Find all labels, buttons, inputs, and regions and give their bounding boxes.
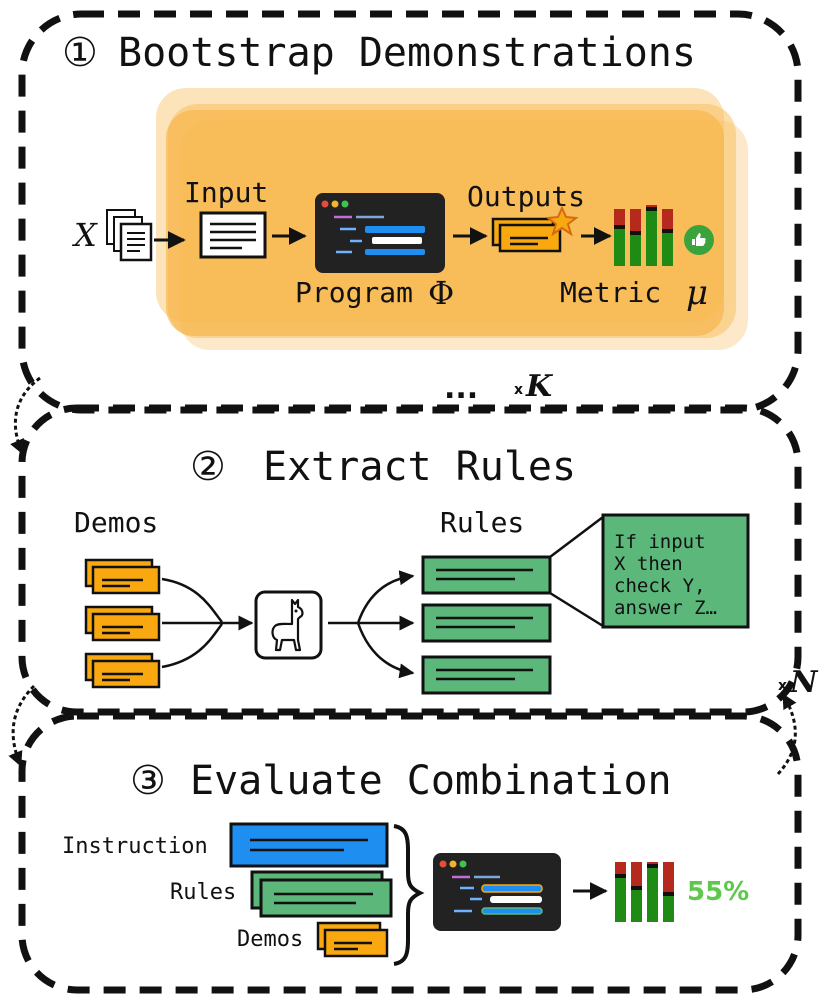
rule-callout-text: If input X then check Y, answer Z… [614,531,717,619]
curly-brace [393,824,425,966]
loop-arrow-1-to-2 [10,376,41,455]
score-bars-icon [615,862,674,922]
repeat-n-symbol: N [789,665,819,700]
document-stack-icon [106,209,153,262]
stage2-title: Extract Rules [263,444,576,490]
score-value: 55% [687,877,749,907]
stage3-number: ③ [130,758,166,804]
repeat-k-symbol: K [525,369,554,404]
stage1-number: ① [62,30,98,76]
thumbs-up-icon [684,225,714,255]
callout-line-4: answer Z… [614,597,717,619]
demos-merge-arrows [161,577,254,669]
repeat-k-x: x [514,382,523,398]
repeat-dots: ... [444,371,478,406]
rule-card-1 [421,555,552,595]
input-label: Input [184,176,268,209]
program-window-icon-stage3 [433,853,561,931]
callout-line-2: X then [614,553,683,575]
rule-card-3 [421,655,552,695]
demos-label-stage3: Demos [237,927,303,952]
rules-label: Rules [440,506,524,539]
rules-cards-stack [250,870,393,918]
stage3-title: Evaluate Combination [190,758,672,804]
rules-label-stage3: Rules [170,880,236,905]
demo-card-3 [84,652,161,689]
rule-card-2 [421,603,552,643]
program-label: Program [295,276,413,309]
stage2-dashed-frame [18,404,802,716]
instruction-card [229,822,389,868]
callout-line-top [549,516,604,558]
stage1-title: Bootstrap Demonstrations [118,30,696,76]
rule-callout-box [601,513,750,629]
outputs-label: Outputs [467,180,585,213]
callout-line-3: check Y, [614,575,706,597]
program-symbol: Φ [428,274,454,312]
star-icon [545,205,579,237]
stage3-dashed-frame [18,712,802,994]
x-symbol: X [71,216,98,254]
input-document-icon [199,211,267,259]
llama-icon [254,590,323,660]
demo-card-1 [84,558,161,595]
program-window-icon [315,193,445,273]
demo-card-2 [84,605,161,642]
callout-line-bottom [549,591,604,628]
demos-cards-stack [316,921,389,958]
metric-label: Metric [560,276,661,309]
callout-line-1: If input [614,531,706,553]
metric-symbol: μ [686,273,708,313]
repeat-n-x: x [778,678,787,694]
instruction-label: Instruction [62,834,208,859]
loop-arrow-3-to-2 [776,693,797,776]
demos-label: Demos [74,506,158,539]
metric-bars-icon [614,205,673,266]
loop-arrow-2-to-3 [8,684,36,767]
stage2-number: ② [190,444,226,490]
outputs-cards-icon [491,217,562,253]
rules-split-arrows [328,570,415,679]
